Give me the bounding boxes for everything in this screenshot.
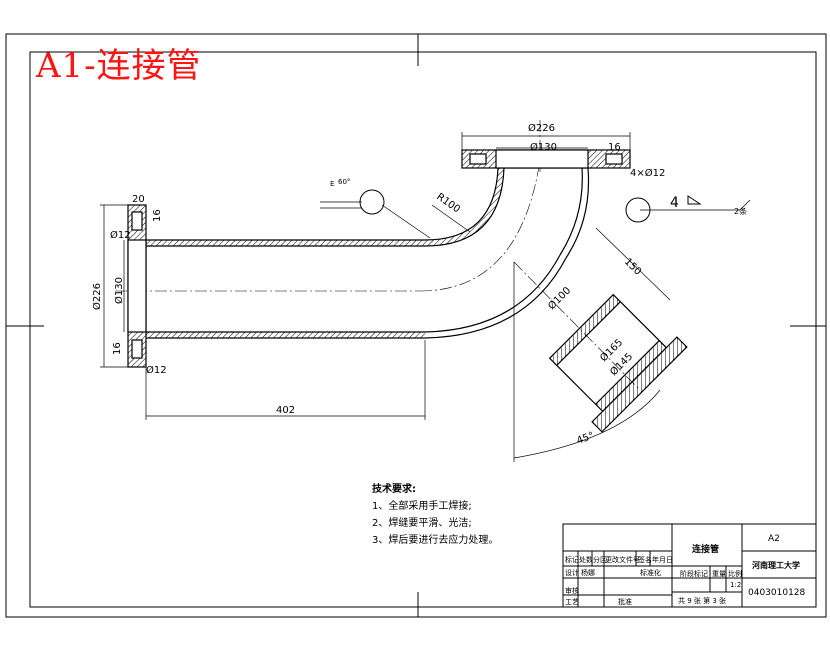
tb-sheet-size: A2: [768, 534, 780, 544]
dim-d12-left-a: Ø12: [110, 229, 131, 241]
tb-sheets: 共 9 张 第 3 张: [678, 597, 727, 605]
tb-h-date: 年月日: [652, 556, 673, 564]
dim-d226-top: Ø226: [528, 122, 555, 134]
dim-d130-top: Ø130: [530, 141, 557, 153]
dimension-texts: Ø226 Ø130 16 4×Ø12 R100 Ø226 Ø130 Ø12 Ø1…: [91, 122, 747, 447]
dim-d12-left-b: Ø12: [146, 364, 167, 376]
dim-t16-top: 16: [608, 142, 621, 153]
dim-d130-left: Ø130: [113, 277, 125, 304]
branch-pipe: [548, 293, 688, 433]
dim-t16-bot: 16: [112, 342, 123, 355]
tb-h-process: 工艺: [565, 598, 579, 606]
tb-h-design: 设计: [565, 569, 579, 577]
tb-h-sign: 签名: [638, 556, 652, 564]
dim-r100: R100: [434, 191, 462, 215]
weld-symbols: [359, 189, 702, 223]
left-flange: [127, 204, 147, 368]
tb-h-stage: 阶段标记: [680, 570, 708, 578]
dim-t16-left: 16: [152, 209, 163, 222]
tb-h-approve: 批准: [618, 598, 632, 606]
centering-marks: [6, 34, 826, 617]
dim-d226-left: Ø226: [91, 283, 103, 310]
tb-school: 河南理工大学: [752, 561, 800, 570]
dim-holes-top: 4×Ø12: [630, 167, 665, 179]
dim-len402: 402: [276, 405, 295, 416]
tb-h-review: 审核: [565, 587, 579, 595]
title-block: [562, 523, 817, 608]
dim-t20: 20: [132, 194, 145, 205]
tb-scale: 1:2: [730, 581, 742, 589]
dimension-lines: [100, 132, 751, 462]
dim-len150: 150: [622, 256, 643, 277]
technical-requirements: 技术要求: 1、全部采用手工焊接; 2、焊缝要平滑、光洁; 3、焊后要进行去应力…: [372, 481, 498, 549]
tb-h-std: 标准化: [640, 569, 661, 577]
dim-ang45: 45°: [575, 430, 595, 446]
tb-part-name: 连接管: [692, 545, 720, 555]
tb-h-weight: 重量: [712, 570, 726, 578]
note-item-3: 3、焊后要进行去应力处理。: [372, 535, 499, 546]
tb-h-count: 处数: [579, 556, 593, 564]
note-item-1: 1、全部采用手工焊接;: [372, 501, 472, 512]
tb-h-zone: 分区: [593, 556, 607, 564]
tb-drawing-no: 0403010128: [748, 588, 806, 598]
inner-frame: [29, 51, 817, 608]
tb-h-mark: 标记: [565, 556, 579, 564]
tb-r-design-name: 杨娜: [581, 569, 595, 577]
weld-e: E: [330, 180, 334, 188]
weld-count: 2条: [734, 206, 747, 216]
tb-h-ratio: 比例: [728, 570, 742, 578]
tb-h-docno: 更改文件号: [605, 556, 640, 564]
notes-heading: 技术要求:: [372, 484, 416, 495]
weld-size: 4: [670, 195, 679, 211]
pipe-body: [146, 167, 590, 339]
top-flange: [461, 149, 631, 169]
drawing-title: A1-连接管: [36, 46, 202, 86]
note-item-2: 2、焊缝要平滑、光洁;: [372, 518, 472, 529]
weld-angle: 60°: [338, 178, 350, 186]
